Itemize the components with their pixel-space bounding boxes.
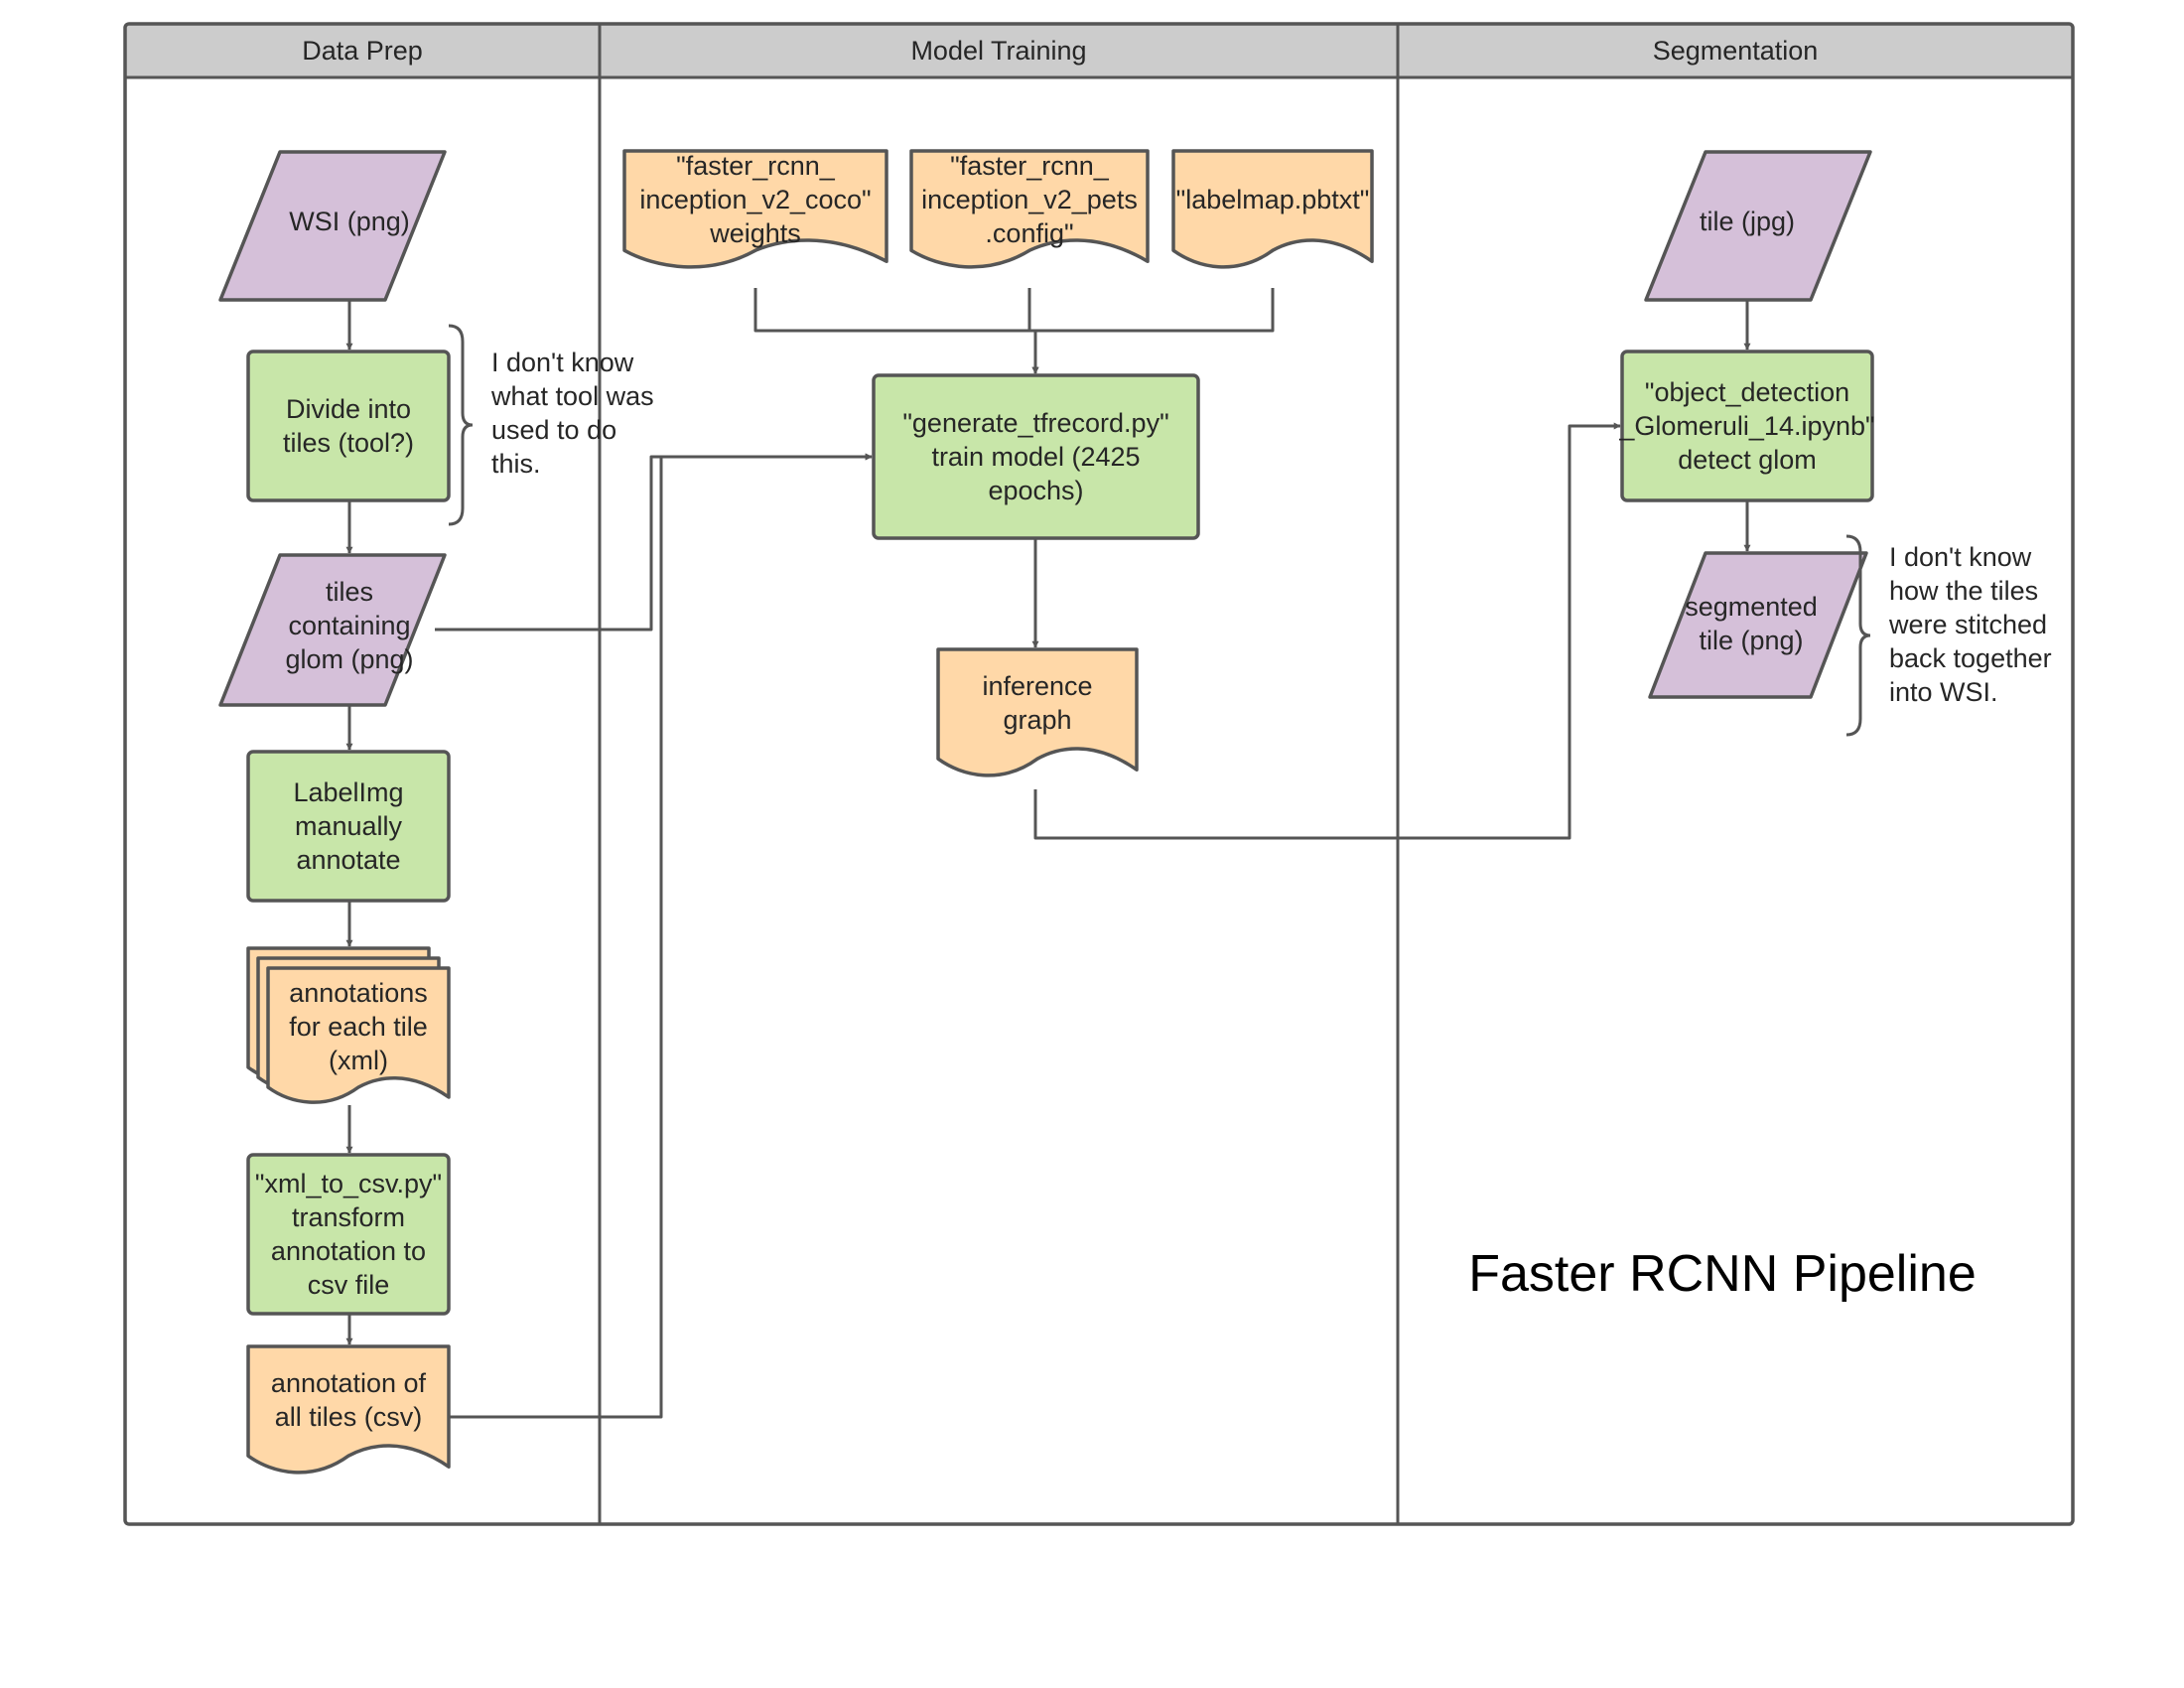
data-shape	[218, 150, 447, 302]
data-shape	[218, 553, 447, 707]
document-shape	[909, 149, 1150, 269]
node-text-line: "faster_rcnn_	[950, 151, 1110, 181]
node-text-line: for each tile	[289, 1012, 428, 1042]
document-shape	[1171, 149, 1374, 269]
data-shape	[1648, 551, 1868, 699]
swimlane-frame	[123, 22, 2075, 1526]
node-text-line: "object_detection	[1645, 377, 1849, 407]
node-text-line: csv file	[308, 1270, 390, 1300]
node-inference: inference graph	[936, 647, 1139, 777]
document-shape	[622, 149, 888, 269]
note-note-tool: I don't know what tool was used to do this.	[448, 324, 654, 526]
swimlanes: Data Prep Model Training Segmentation	[123, 22, 2075, 1526]
edge-tiles-glom-to-train-model	[435, 453, 873, 632]
node-text-line: inception_v2_coco"	[639, 185, 871, 214]
node-text-line: inference	[982, 671, 1092, 701]
node-weights: "faster_rcnn_ inception_v2_coco"weights	[622, 149, 888, 269]
node-train-model: "generate_tfrecord.py"train model (2425 e…	[872, 373, 1200, 540]
node-text-line: tiles (tool?)	[283, 428, 414, 458]
flow-nodes: WSI (png) Divide into tiles (tool?) tiles co…	[218, 149, 1875, 1475]
process-shape	[1620, 350, 1874, 502]
node-text-line: glom (png)	[285, 644, 413, 674]
document-shape	[246, 1344, 451, 1475]
annotation-notes: I don't know what tool was used to do this.…	[448, 324, 2052, 737]
lane-label-seg: Segmentation	[1653, 36, 1819, 66]
node-text-line: "generate_tfrecord.py"	[902, 408, 1168, 438]
node-text-line: annotation to	[271, 1236, 426, 1266]
note-brace	[1845, 534, 1871, 737]
note-text-line: I don't know	[491, 348, 634, 377]
edge-inference-to-detect	[1033, 422, 1621, 840]
lane-label-train: Model Training	[910, 36, 1086, 66]
node-text-line: containing	[288, 611, 410, 640]
process-shape	[872, 373, 1200, 540]
node-text-line: train model (2425	[931, 442, 1140, 472]
node-text-line: detect glom	[1678, 445, 1817, 475]
node-ann-all: annotation of all tiles (csv)	[246, 1344, 451, 1475]
node-text-line: tile (jpg)	[1700, 207, 1795, 236]
node-text-line: (xml)	[329, 1046, 388, 1075]
node-tiles-glom: tiles containing glom (png)	[218, 553, 447, 707]
edge-labelmap-to-train-model	[1031, 288, 1275, 374]
process-shape	[246, 350, 451, 502]
edge-weights-to-train-model	[753, 288, 1039, 374]
note-text-line: back together	[1889, 643, 2052, 673]
lane-header-bar	[125, 24, 2073, 77]
document-shape	[936, 647, 1139, 777]
note-text-line: I don't know	[1889, 542, 2032, 572]
connectors	[345, 288, 1751, 1419]
node-text-line: WSI (png)	[289, 207, 410, 236]
node-text-line: Divide into	[286, 394, 411, 424]
node-text-line: graph	[1003, 705, 1071, 735]
note-text-line: what tool was	[490, 381, 654, 411]
note-text-line: how the tiles	[1889, 576, 2038, 606]
node-text-line: "xml_to_csv.py"	[255, 1169, 442, 1198]
note-text-line: this.	[491, 449, 541, 479]
document-stack-front	[266, 966, 451, 1104]
note-brace	[448, 324, 474, 526]
node-divide: Divide into tiles (tool?)	[246, 350, 451, 502]
node-text-line: inception_v2_pets	[921, 185, 1138, 214]
node-text-line: epochs)	[988, 476, 1083, 505]
node-wsi: WSI (png)	[218, 150, 447, 302]
node-detect: "object_detection _Glomeruli_14.ipynb"det…	[1618, 350, 1875, 502]
node-text-line: LabelImg	[293, 777, 403, 807]
node-xml-to-csv: "xml_to_csv.py" transform annotation to csv…	[246, 1153, 451, 1316]
node-segmented: segmented tile (png)	[1648, 551, 1868, 699]
note-text-line: used to do	[491, 415, 616, 445]
node-text-line: annotation of	[271, 1368, 427, 1398]
node-text-line: tiles	[326, 577, 373, 607]
node-text-line: "faster_rcnn_	[676, 151, 836, 181]
node-text-line: transform	[292, 1202, 405, 1232]
node-tile-jpg: tile (jpg)	[1644, 150, 1872, 302]
node-labelimg: LabelImg manually annotate	[246, 750, 451, 903]
node-text-line: annotations	[289, 978, 428, 1008]
node-text-line: weights	[709, 218, 801, 248]
diagram-title: Faster RCNN Pipeline	[1468, 1245, 1977, 1303]
node-text-line: tile (png)	[1699, 626, 1803, 655]
node-ann-each: annotations for each tile (xml)	[246, 946, 451, 1104]
note-text-line: into WSI.	[1889, 677, 1998, 707]
process-shape	[246, 1153, 451, 1316]
note-note-stitch: I don't know how the tiles were stitched ba…	[1845, 534, 2052, 737]
lane-label-prep: Data Prep	[302, 36, 423, 66]
node-labelmap: "labelmap.pbtxt"	[1171, 149, 1374, 269]
node-text-line: _Glomeruli_14.ipynb"	[1618, 411, 1874, 441]
node-text-line: all tiles (csv)	[275, 1402, 423, 1432]
data-shape	[1644, 150, 1872, 302]
node-text-line: .config"	[985, 218, 1073, 248]
edge-ann-all-to-train-model	[449, 453, 873, 1419]
process-shape	[246, 750, 451, 903]
note-text-line: were stitched	[1888, 610, 2047, 639]
node-text-line: annotate	[296, 845, 400, 875]
node-text-line: segmented	[1685, 592, 1818, 622]
node-text-line: "labelmap.pbtxt"	[1176, 185, 1370, 214]
node-config: "faster_rcnn_ inception_v2_pets .config"	[909, 149, 1150, 269]
node-text-line: manually	[295, 811, 403, 841]
